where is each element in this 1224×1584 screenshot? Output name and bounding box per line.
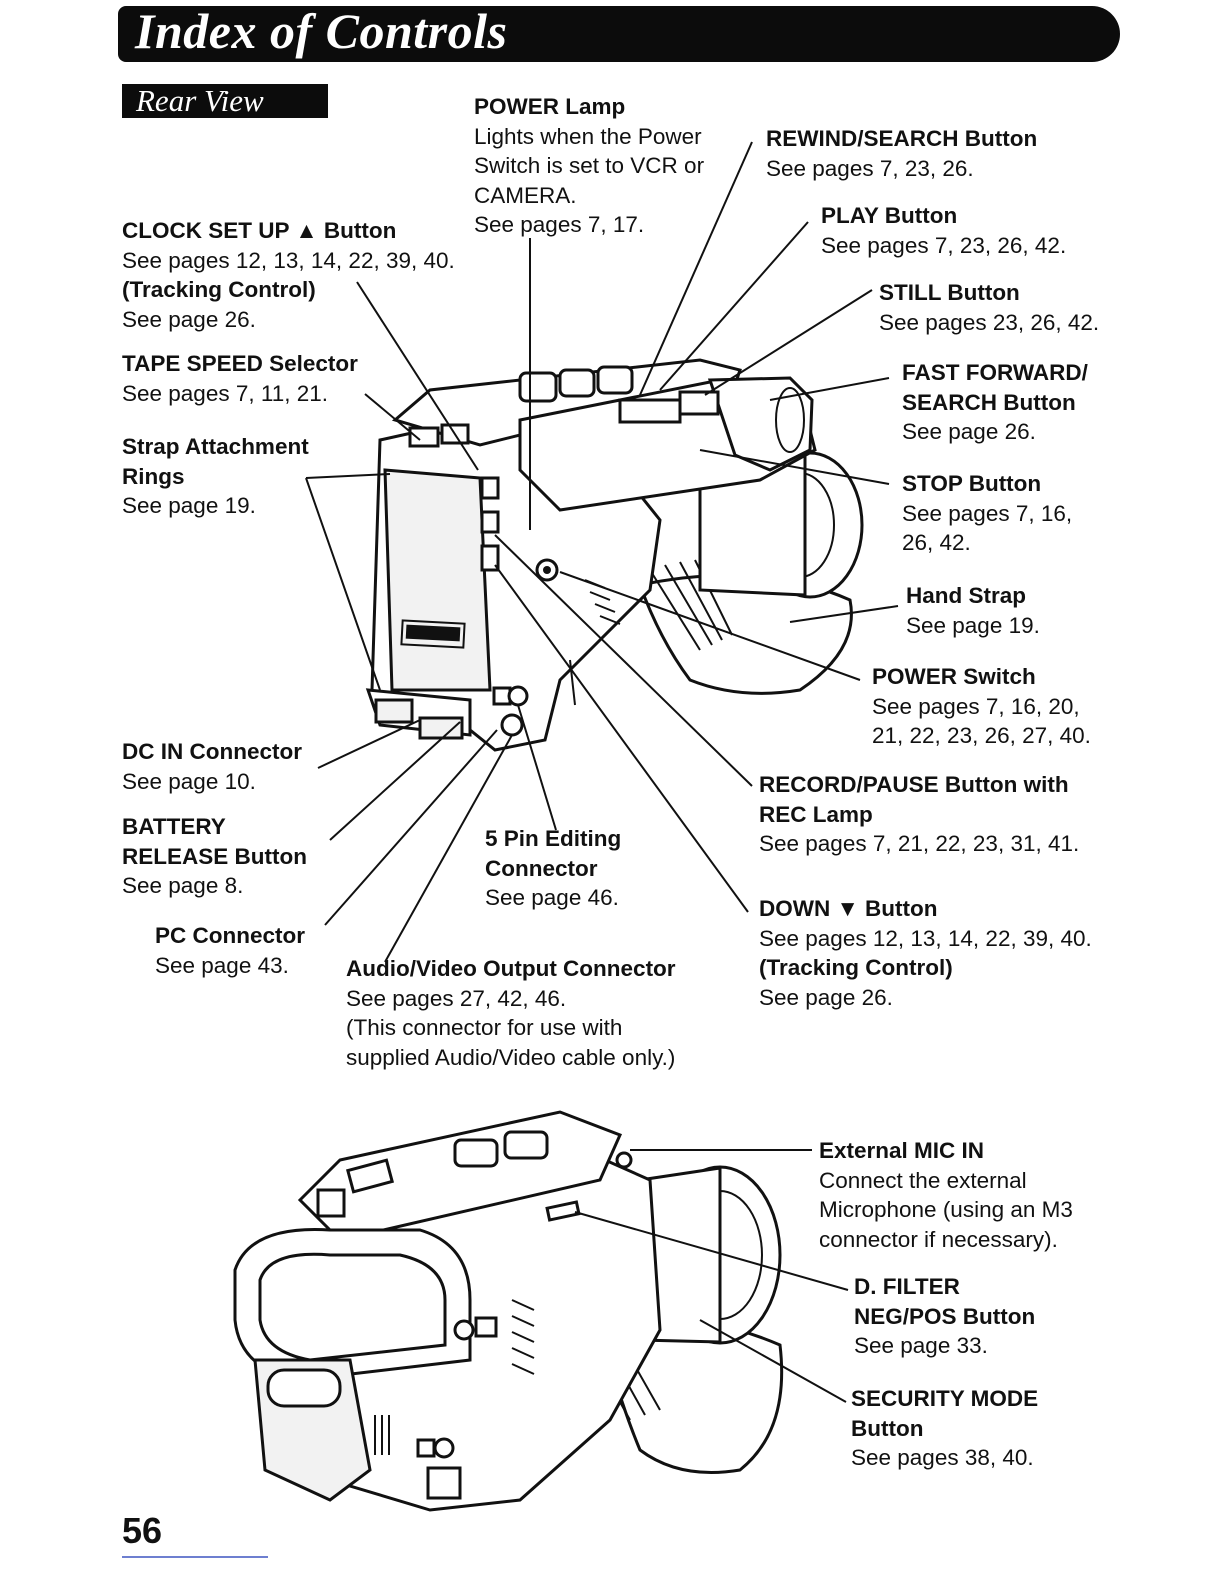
- down-tracking-pages: See page 26.: [759, 984, 893, 1010]
- label-dc-in: DC IN Connector See page 10.: [122, 737, 302, 796]
- label-av-output: Audio/Video Output Connector See pages 2…: [346, 954, 676, 1072]
- label-clock-set-up: CLOCK SET UP ▲ Button See pages 12, 13, …: [122, 216, 455, 334]
- d-filter-heading-2: NEG/POS Button: [854, 1303, 1036, 1329]
- tape-speed-heading: TAPE SPEED Selector: [122, 351, 358, 376]
- down-tracking-heading: (Tracking Control): [759, 955, 953, 980]
- label-power-switch: POWER Switch See pages 7, 16, 20, 21, 22…: [872, 662, 1091, 751]
- label-security-mode: SECURITY MODE Button See pages 38, 40.: [851, 1384, 1038, 1473]
- strap-rings-pages: See page 19.: [122, 493, 256, 518]
- hand-strap-heading: Hand Strap: [906, 583, 1027, 608]
- power-lamp-heading: POWER Lamp: [474, 94, 626, 119]
- label-down: DOWN ▼ Button See pages 12, 13, 14, 22, …: [759, 894, 1092, 1012]
- label-d-filter: D. FILTER NEG/POS Button See page 33.: [854, 1272, 1035, 1361]
- label-record-pause: RECORD/PAUSE Button with REC Lamp See pa…: [759, 770, 1079, 859]
- power-lamp-pages: See pages 7, 17.: [474, 212, 645, 237]
- footer-rule: [122, 1556, 268, 1558]
- stop-heading: STOP Button: [902, 471, 1042, 496]
- camcorder-front-illustration: [233, 1110, 784, 1512]
- page-number: 56: [122, 1510, 163, 1551]
- clock-tracking-heading: (Tracking Control): [122, 277, 316, 302]
- title-banner: [118, 6, 1120, 62]
- five-pin-heading-2: Connector: [485, 855, 598, 881]
- play-heading: PLAY Button: [821, 203, 958, 228]
- leader-lines: [305, 141, 899, 1403]
- label-tape-speed: TAPE SPEED Selector See pages 7, 11, 21.: [122, 349, 358, 408]
- av-output-note-2: supplied Audio/Video cable only.): [346, 1044, 676, 1070]
- power-switch-heading: POWER Switch: [872, 664, 1036, 689]
- camcorder-rear-illustration: [365, 358, 864, 752]
- power-switch-pages-2: 21, 22, 23, 26, 27, 40.: [872, 723, 1091, 748]
- d-filter-pages: See page 33.: [854, 1333, 988, 1358]
- fast-forward-heading: FAST FORWARD/: [902, 360, 1088, 385]
- record-pause-pages: See pages 7, 21, 22, 23, 31, 41.: [759, 831, 1080, 856]
- still-heading: STILL Button: [879, 280, 1020, 305]
- power-lamp-line: Switch is set to VCR or: [474, 153, 705, 178]
- label-pc-connector: PC Connector See page 43.: [155, 921, 305, 980]
- five-pin-heading: 5 Pin Editing: [485, 826, 622, 851]
- label-still: STILL Button See pages 23, 26, 42.: [879, 278, 1099, 337]
- av-output-heading: Audio/Video Output Connector: [346, 956, 676, 981]
- mic-in-line: Microphone (using an M3: [819, 1197, 1073, 1222]
- fast-forward-heading-2: SEARCH Button: [902, 389, 1076, 415]
- security-heading: SECURITY MODE: [851, 1386, 1039, 1411]
- stop-pages-2: 26, 42.: [902, 530, 971, 555]
- strap-rings-heading: Strap Attachment: [122, 434, 309, 459]
- dc-in-pages: See page 10.: [122, 768, 256, 794]
- mic-in-heading: External MIC IN: [819, 1138, 985, 1163]
- clock-heading: CLOCK SET UP ▲ Button: [122, 218, 397, 243]
- strap-rings-heading-2: Rings: [122, 463, 185, 489]
- battery-heading: BATTERY: [122, 814, 226, 839]
- power-lamp-line: Lights when the Power: [474, 123, 702, 149]
- down-pages: See pages 12, 13, 14, 22, 39, 40.: [759, 925, 1092, 951]
- security-pages: See pages 38, 40.: [851, 1445, 1034, 1470]
- label-stop: STOP Button See pages 7, 16, 26, 42.: [902, 469, 1072, 558]
- label-five-pin: 5 Pin Editing Connector See page 46.: [485, 824, 621, 913]
- security-heading-2: Button: [851, 1415, 924, 1441]
- power-switch-pages: See pages 7, 16, 20,: [872, 693, 1080, 719]
- pc-pages: See page 43.: [155, 952, 289, 978]
- mic-in-line: Connect the external: [819, 1167, 1027, 1193]
- av-output-pages: See pages 27, 42, 46.: [346, 985, 567, 1011]
- section-banner: [122, 84, 328, 118]
- label-fast-forward: FAST FORWARD/ SEARCH Button See page 26.: [902, 358, 1088, 447]
- five-pin-pages: See page 46.: [485, 885, 619, 910]
- mic-in-line: connector if necessary).: [819, 1226, 1058, 1252]
- tape-speed-pages: See pages 7, 11, 21.: [122, 380, 328, 406]
- label-battery-release: BATTERY RELEASE Button See page 8.: [122, 812, 307, 901]
- av-output-note: (This connector for use with: [346, 1015, 623, 1040]
- d-filter-heading: D. FILTER: [854, 1274, 960, 1299]
- label-mic-in: External MIC IN Connect the external Mic…: [819, 1136, 1073, 1254]
- label-rewind-search: REWIND/SEARCH Button See pages 7, 23, 26…: [766, 124, 1037, 183]
- fast-forward-pages: See page 26.: [902, 419, 1036, 444]
- page-title: Index of Controls: [135, 3, 508, 59]
- rewind-heading: REWIND/SEARCH Button: [766, 126, 1038, 151]
- still-pages: See pages 23, 26, 42.: [879, 309, 1100, 335]
- play-pages: See pages 7, 23, 26, 42.: [821, 232, 1067, 258]
- record-pause-heading: RECORD/PAUSE Button with: [759, 772, 1069, 797]
- hand-strap-pages: See page 19.: [906, 612, 1040, 638]
- record-pause-heading-2: REC Lamp: [759, 801, 873, 827]
- dc-in-heading: DC IN Connector: [122, 739, 302, 764]
- rewind-pages: See pages 7, 23, 26.: [766, 155, 974, 181]
- label-hand-strap: Hand Strap See page 19.: [906, 581, 1040, 640]
- label-play: PLAY Button See pages 7, 23, 26, 42.: [821, 201, 1066, 260]
- battery-heading-2: RELEASE Button: [122, 843, 307, 869]
- clock-pages: See pages 12, 13, 14, 22, 39, 40.: [122, 247, 455, 273]
- power-lamp-line: CAMERA.: [474, 182, 577, 208]
- label-strap-rings: Strap Attachment Rings See page 19.: [122, 432, 309, 521]
- stop-pages: See pages 7, 16,: [902, 500, 1073, 526]
- label-power-lamp: POWER Lamp Lights when the Power Switch …: [474, 92, 704, 240]
- down-heading: DOWN ▼ Button: [759, 896, 938, 921]
- pc-heading: PC Connector: [155, 923, 306, 948]
- section-title: Rear View: [136, 83, 264, 118]
- battery-pages: See page 8.: [122, 873, 244, 898]
- clock-tracking-pages: See page 26.: [122, 306, 256, 332]
